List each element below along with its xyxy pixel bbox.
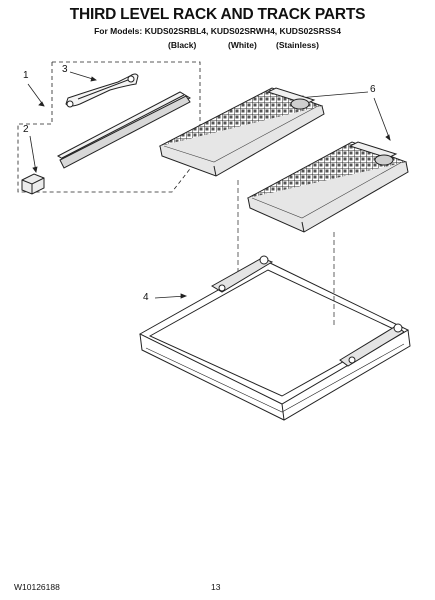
part-3-clip: [65, 73, 139, 108]
callout-1: 1: [23, 70, 29, 81]
variant-black: (Black): [168, 40, 197, 50]
part-2-end-cap: [21, 173, 45, 195]
callout-3: 3: [62, 64, 68, 75]
callout-4: 4: [143, 292, 149, 303]
callout-6: 6: [370, 84, 376, 95]
page-number: 13: [211, 582, 221, 592]
part-1-rail: [56, 91, 192, 169]
dashed-parts-box: [17, 61, 201, 193]
part-number: W10126188: [14, 582, 60, 592]
rack-tray-lower: [246, 141, 409, 233]
rack-tray-upper: [158, 87, 325, 177]
variant-stainless: (Stainless): [276, 40, 319, 50]
models-line: For Models: KUDS02SRBL4, KUDS02SRWH4, KU…: [94, 26, 341, 36]
alignment-lines: [237, 180, 335, 328]
page-title: THIRD LEVEL RACK AND TRACK PARTS: [69, 6, 366, 23]
leader-lines: [27, 71, 391, 299]
variant-white: (White): [228, 40, 257, 50]
callout-2: 2: [23, 124, 29, 135]
part-4-track-frame: [138, 255, 411, 421]
